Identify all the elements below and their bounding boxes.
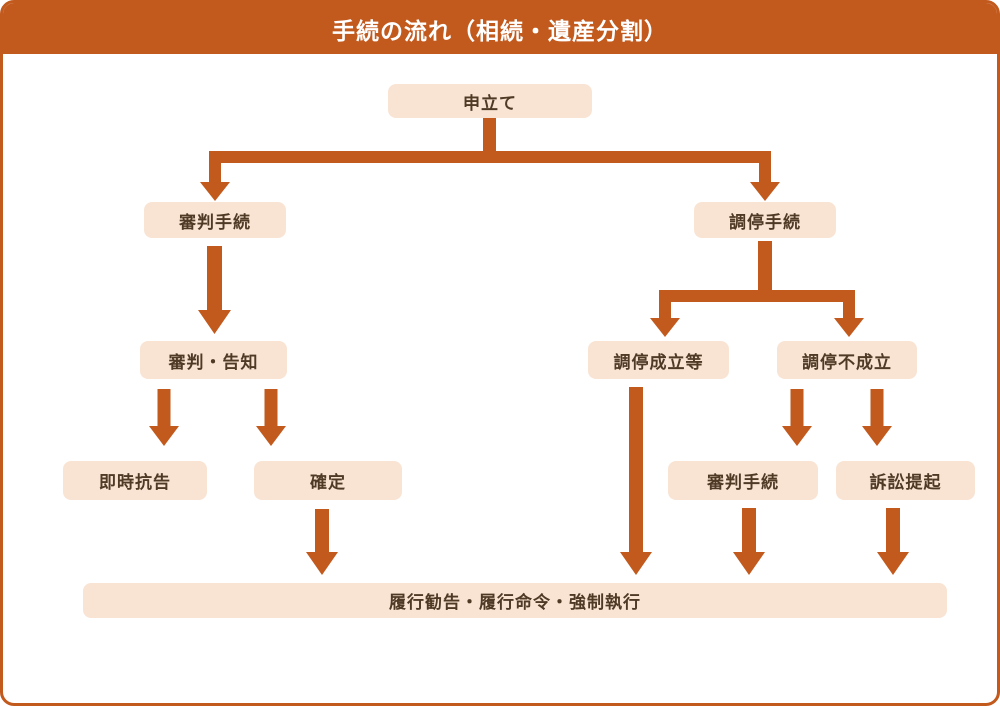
node-lawsuit-filing: 訴訟提起 <box>836 461 975 500</box>
arrow-petition-split <box>200 116 780 201</box>
node-mediation-failed: 調停不成立 <box>777 341 917 379</box>
arrow-kokuchi-to-sokuji <box>149 389 179 446</box>
arrow-shinpan-to-kokuchi <box>198 246 231 334</box>
arrow-chotei-split <box>650 241 864 337</box>
arrow-shinpan2-to-rikou <box>733 508 765 575</box>
node-mediation-procedure: 調停手続 <box>694 202 836 238</box>
arrow-fuseiritsu-to-shinpan2 <box>782 389 812 446</box>
arrow-kokuchi-to-kakutei <box>256 389 286 446</box>
panel-header: 手続の流れ（相続・遺産分割） <box>3 3 997 54</box>
node-finalization: 確定 <box>254 461 402 500</box>
arrow-fuseiritsu-to-sosho <box>862 389 892 446</box>
node-mediation-settled: 調停成立等 <box>588 341 729 379</box>
arrow-kakutei-to-rikou <box>306 509 338 575</box>
node-adjudication-procedure: 審判手続 <box>144 202 286 238</box>
node-enforcement-bar: 履行勧告・履行命令・強制執行 <box>83 583 947 618</box>
node-adjudication-notice: 審判・告知 <box>140 341 287 379</box>
panel-title: 手続の流れ（相続・遺産分割） <box>332 17 668 44</box>
arrow-sosho-to-rikou <box>877 508 909 575</box>
node-petition: 申立て <box>388 84 592 118</box>
flow-arrows-layer <box>149 116 909 575</box>
node-adjudication-procedure-2: 審判手続 <box>668 461 818 500</box>
arrow-seiritsu-to-rikou <box>620 387 652 575</box>
node-immediate-appeal: 即時抗告 <box>63 461 207 500</box>
